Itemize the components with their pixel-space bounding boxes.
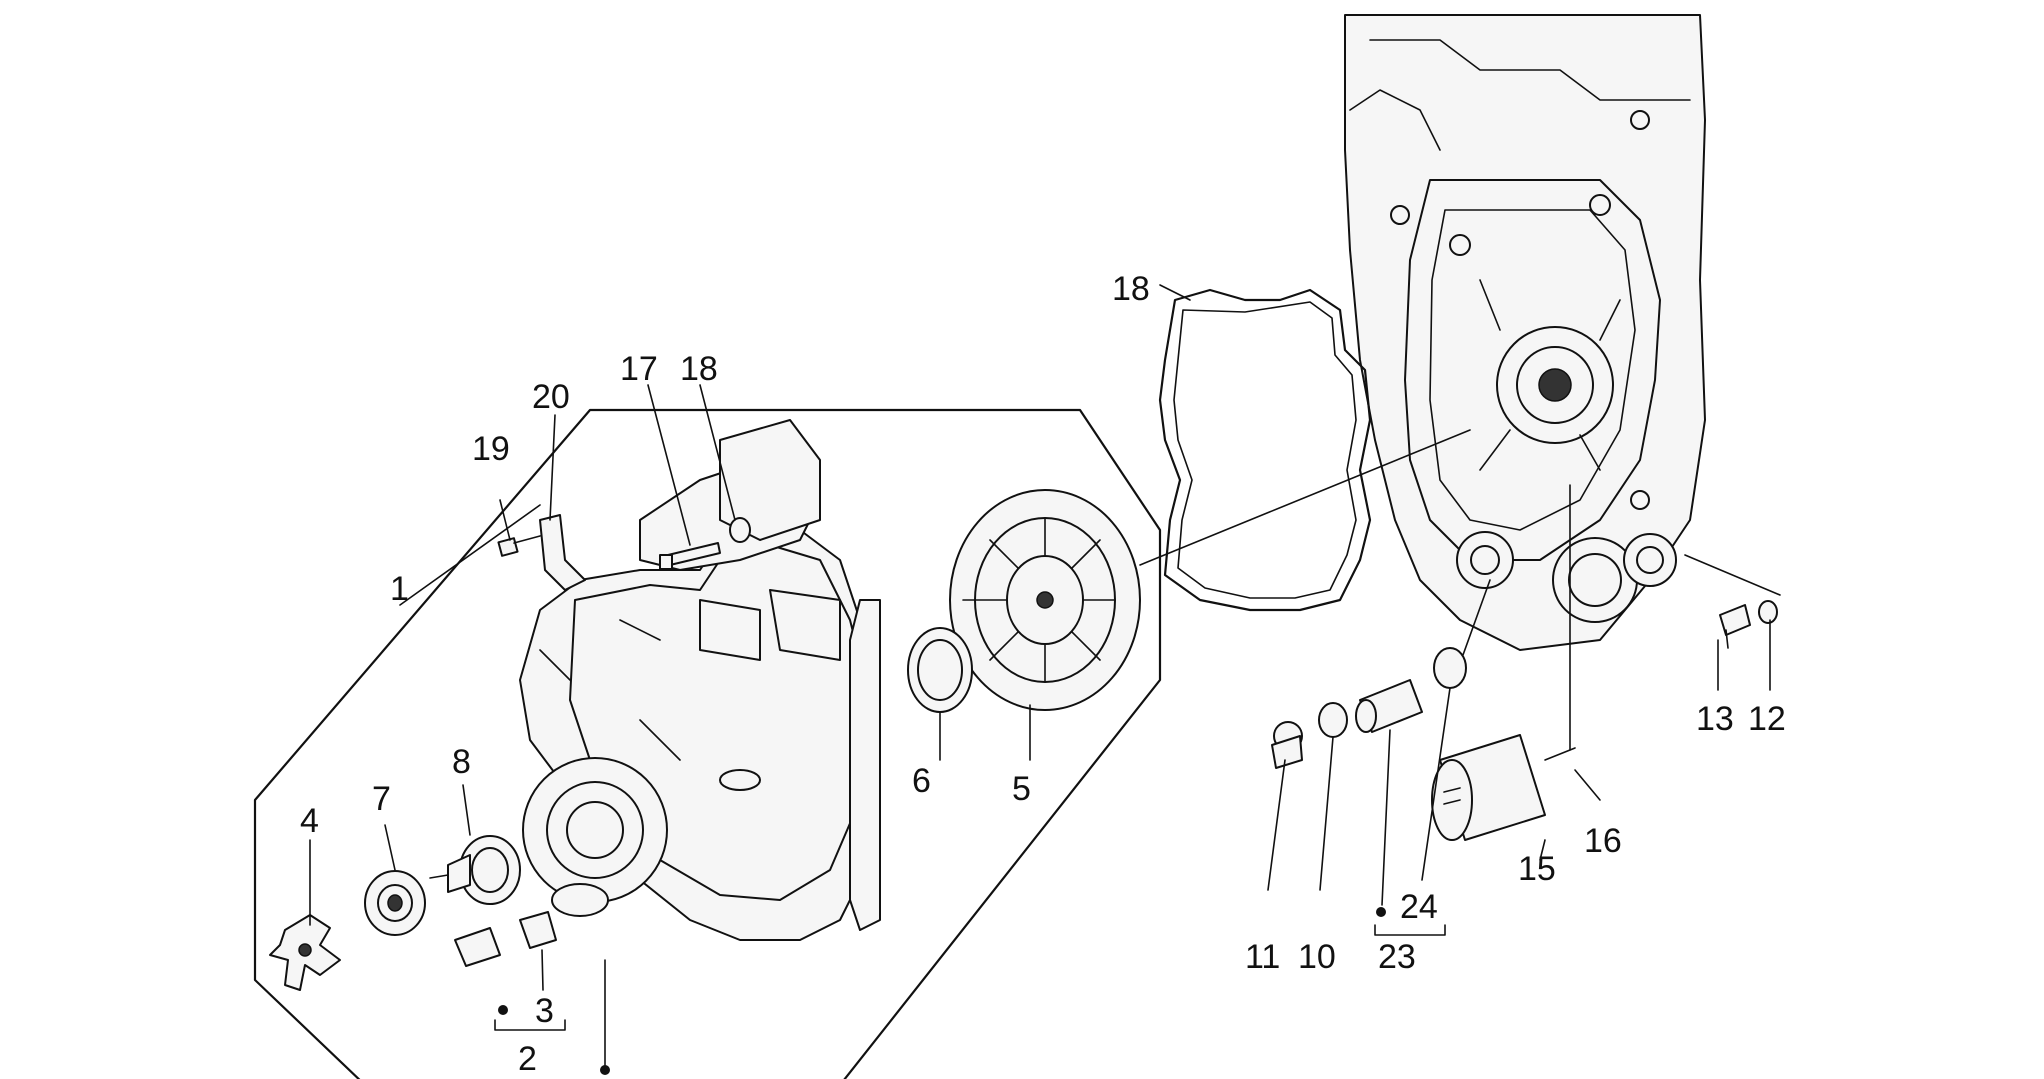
- washer-12: [1758, 600, 1778, 624]
- callout-12: 12: [1748, 700, 1786, 738]
- kit-marker-dot: [600, 1065, 610, 1075]
- callout-18-gasket: 18: [1112, 270, 1150, 308]
- washer-18: [729, 517, 751, 543]
- callout-6: 6: [912, 762, 931, 800]
- callout-17: 17: [620, 350, 658, 388]
- o-ring-3: [519, 911, 557, 949]
- callout-1: 1: [390, 570, 409, 608]
- kit-marker-dot: [498, 1005, 508, 1015]
- callout-20: 20: [532, 378, 570, 416]
- o-ring-10: [1318, 702, 1348, 738]
- gasket: [1158, 288, 1372, 612]
- leader-lines: [309, 284, 1781, 1066]
- callout-13: 13: [1696, 700, 1734, 738]
- kit-marker-dot: [1376, 907, 1386, 917]
- callout-8: 8: [452, 743, 471, 781]
- callout-18-cover: 18: [680, 350, 718, 388]
- mechanical-seal: [429, 835, 521, 905]
- o-ring-24: [1433, 647, 1467, 689]
- cover-assembly-outline: [253, 408, 1162, 1079]
- engine-crankcase: [1344, 14, 1706, 651]
- water-pump-cover: [519, 419, 881, 941]
- sensor-13: [1719, 604, 1751, 649]
- o-ring-2: [454, 927, 501, 967]
- fan-wheel: [949, 489, 1141, 711]
- callout-16: 16: [1584, 822, 1622, 860]
- bearing: [907, 627, 973, 713]
- oil-filter: [1431, 734, 1546, 841]
- callout-4: 4: [300, 802, 319, 840]
- bolt-17: [659, 542, 721, 570]
- callout-11: 11: [1245, 938, 1280, 976]
- callout-10: 10: [1298, 938, 1336, 976]
- bracket: [539, 514, 586, 591]
- bolt-19: [497, 535, 541, 557]
- impeller: [269, 914, 341, 991]
- callout-5: 5: [1012, 770, 1031, 808]
- callout-19: 19: [472, 430, 510, 468]
- callout-23: 23: [1378, 938, 1416, 976]
- seal-ring: [364, 870, 426, 936]
- drain-plug: [1271, 721, 1303, 769]
- callout-7: 7: [372, 780, 391, 818]
- callout-24: 24: [1400, 888, 1438, 926]
- callout-15: 15: [1518, 850, 1556, 888]
- callout-2: 2: [518, 1040, 537, 1078]
- oil-strainer: [1355, 679, 1423, 733]
- callout-3: 3: [535, 992, 554, 1030]
